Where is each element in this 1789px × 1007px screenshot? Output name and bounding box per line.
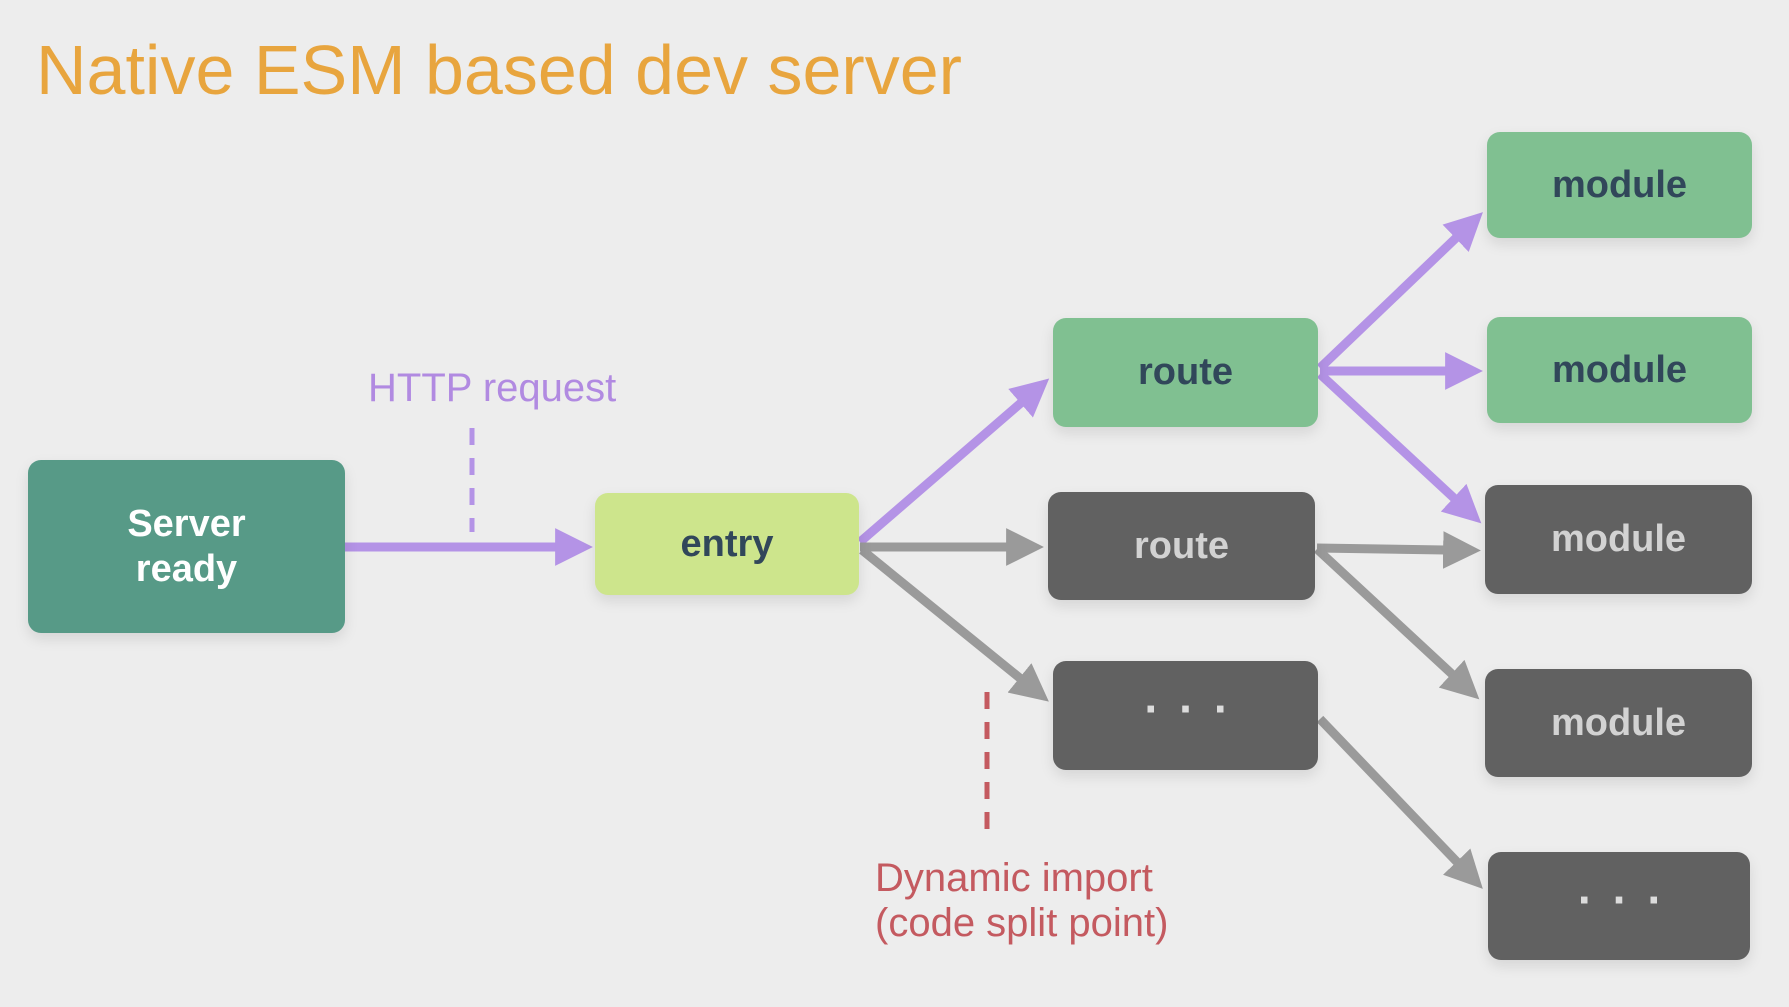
node-server-ready-label: Server ready bbox=[127, 502, 246, 590]
edge-route2-module4 bbox=[1313, 545, 1480, 700]
node-route-unloaded-label: route bbox=[1134, 524, 1229, 567]
node-route-unloaded: route bbox=[1048, 492, 1315, 600]
edge-route1-module1 bbox=[1316, 212, 1483, 372]
edge-entry-route1 bbox=[857, 378, 1050, 546]
edge-entry-dots1 bbox=[859, 546, 1049, 702]
node-entry-label: entry bbox=[680, 522, 774, 565]
node-module-3: module bbox=[1485, 485, 1752, 594]
node-module-1-label: module bbox=[1551, 163, 1688, 206]
dynamic-import-label: Dynamic import (code split point) bbox=[875, 856, 1169, 945]
node-module-2: module bbox=[1487, 317, 1752, 423]
node-module-1: module bbox=[1487, 132, 1752, 238]
edge-route1-module3 bbox=[1316, 370, 1482, 524]
node-route-loaded-label: route bbox=[1138, 351, 1233, 394]
node-route-loaded: route bbox=[1053, 318, 1318, 427]
edge-route2-module3 bbox=[1316, 531, 1481, 569]
node-entry: entry bbox=[595, 493, 859, 595]
http-request-label: HTTP request bbox=[368, 366, 617, 410]
node-module-4: module bbox=[1485, 669, 1752, 777]
node-module-2-label: module bbox=[1551, 348, 1688, 391]
node-ellipsis-mid-label: ... bbox=[1144, 670, 1249, 723]
page-title: Native ESM based dev server bbox=[36, 31, 962, 109]
node-ellipsis-end-label: ... bbox=[1577, 861, 1683, 914]
node-ellipsis-end: ... bbox=[1488, 852, 1750, 960]
node-server-ready: Server ready bbox=[28, 460, 345, 633]
node-module-3-label: module bbox=[1550, 518, 1687, 561]
node-ellipsis-mid: ... bbox=[1053, 661, 1318, 770]
edge-dots1-dots2 bbox=[1316, 715, 1483, 889]
node-module-4-label: module bbox=[1550, 701, 1687, 744]
